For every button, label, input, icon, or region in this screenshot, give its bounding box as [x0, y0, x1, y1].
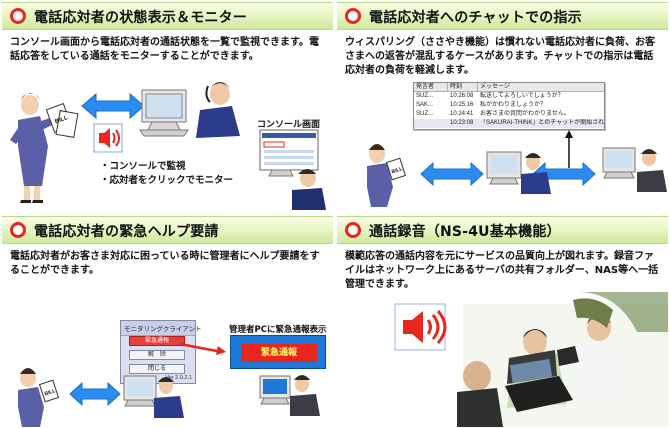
- svg-text:BILL: BILL: [54, 115, 69, 125]
- monitoring-client-window: モニタリングクライアント 緊急通報 解 除 閉じる Ver 2.0.2.1: [120, 320, 202, 384]
- close-button[interactable]: 閉じる: [129, 364, 185, 374]
- chat-time: 10:26:08: [450, 93, 474, 99]
- panel-header: 電話応対者の緊急ヘルプ要請: [2, 216, 333, 244]
- chat-window: 発言者 時刻 メッセージ SUZ... 10:26:08 転送してよろしいでしょ…: [413, 82, 605, 130]
- panel-title: 通話録音（NS-4U基本機能）: [369, 224, 561, 240]
- admin-alert-text: 緊急通報: [241, 344, 317, 362]
- chat-speaker: SAK...: [416, 102, 434, 108]
- double-arrow-icon: [69, 381, 121, 407]
- chat-column-time: 時刻: [448, 83, 478, 91]
- panel-description: 電話応対者がお客さま対応に困っている時に管理者にヘルプ要請をすることができます。: [10, 251, 320, 276]
- chat-message: お客さまの質問がわかりません。: [480, 111, 570, 117]
- bullet-click-monitor: ・応対者をクリックでモニター: [100, 175, 234, 186]
- monitoring-client-title: モニタリングクライアント: [121, 321, 202, 336]
- chat-link-arrow-icon: [565, 130, 573, 168]
- panel-status-monitor: 電話応対者の状態表示＆モニター コンソール画面から電話応対者の通話状態を一覧で監…: [2, 2, 333, 213]
- chat-message: 私がかわりましょうか？: [480, 102, 547, 108]
- chat-time: 10:24:41: [450, 111, 474, 117]
- operator-computer-icon: [486, 151, 551, 194]
- panel-title: 電話応対者の状態表示＆モニター: [34, 10, 247, 26]
- chat-message: 「SAKURAI-THINK」とのチャットが開始されました。: [480, 120, 604, 126]
- emergency-alert-button[interactable]: 緊急通報: [129, 336, 185, 346]
- panel-description: コンソール画面から電話応対者の通話状態を一覧で監視できます。電話応答をしている通…: [10, 37, 319, 62]
- chat-message: 転送してよろしいでしょうか？: [480, 93, 564, 99]
- panel-illustration: BILL: [10, 82, 326, 210]
- bullet-console-monitor: ・コンソールで監視: [100, 161, 186, 172]
- admin-pc-label: 管理者PCに緊急通報表示: [229, 325, 327, 335]
- manager-pc-icon: [602, 147, 667, 192]
- chat-row[interactable]: 10:23:08 「SAKURAI-THINK」とのチャットが開始されました。: [414, 119, 604, 128]
- chat-speaker: SUZ...: [416, 111, 434, 117]
- chat-column-message: メッセージ: [480, 84, 510, 90]
- admin-alert-display: 緊急通報: [230, 335, 326, 369]
- console-screen-icon: [259, 129, 319, 177]
- manager-icon: BILL: [18, 368, 60, 427]
- operator-computer-icon: [139, 82, 240, 138]
- small-operator-icon: [292, 169, 326, 210]
- click-arrow-icon: [179, 342, 226, 355]
- panel-header: 電話応対者へのチャットでの指示: [337, 2, 668, 30]
- svg-text:BILL: BILL: [391, 166, 403, 175]
- panel-title: 電話応対者の緊急ヘルプ要請: [34, 224, 219, 240]
- panel-emergency-help: 電話応対者の緊急ヘルプ要請 電話応対者がお客さま対応に困っている時に管理者にヘル…: [2, 216, 333, 427]
- circle-bullet-icon: [345, 222, 361, 238]
- panel-header: 電話応対者の状態表示＆モニター: [2, 2, 333, 30]
- chat-time: 10:25:16: [450, 102, 474, 108]
- manager-icon: BILL: [367, 144, 407, 207]
- circle-bullet-icon: [345, 8, 361, 24]
- panel-illustration: BILL: [18, 342, 320, 427]
- meeting-photo-icon: [457, 292, 668, 427]
- chat-row[interactable]: SUZ... 10:24:41 お客さまの質問がわかりません。: [414, 110, 604, 119]
- svg-text:BILL: BILL: [44, 388, 56, 397]
- chat-row[interactable]: SUZ... 10:26:08 転送してよろしいでしょうか？: [414, 92, 604, 101]
- panel-illustration: [394, 292, 668, 427]
- chat-row[interactable]: SAK... 10:25:16 私がかわりましょうか？: [414, 101, 604, 110]
- chat-speaker: SUZ...: [416, 93, 434, 99]
- chat-column-speaker: 発言者: [414, 83, 448, 91]
- panel-title: 電話応対者へのチャットでの指示: [369, 10, 582, 26]
- circle-bullet-icon: [10, 8, 26, 24]
- manager-icon: BILL: [10, 93, 79, 203]
- release-button[interactable]: 解 除: [129, 350, 185, 360]
- panel-chat-instruction: 電話応対者へのチャットでの指示 ウィスパリング（ささやき機能）は慣れない電話応対…: [337, 2, 668, 213]
- speaker-icon: [394, 303, 447, 351]
- manager-pc-icon: [259, 375, 320, 416]
- panel-call-recording: 通話録音（NS-4U基本機能） 模範応答の通話内容を元にサービスの品質向上が図れ…: [337, 216, 668, 427]
- double-arrow-icon: [81, 92, 145, 120]
- version-label: Ver 2.0.2.1: [165, 375, 192, 381]
- circle-bullet-icon: [10, 222, 26, 238]
- operator-computer-icon: [123, 375, 184, 418]
- panel-header: 通話録音（NS-4U基本機能）: [337, 216, 668, 244]
- panel-illustration: BILL: [367, 130, 667, 207]
- chat-header: 発言者 時刻 メッセージ: [414, 83, 604, 92]
- speaker-icon: [93, 123, 123, 153]
- chat-time: 10:23:08: [450, 120, 474, 126]
- console-screen-label: コンソール画面: [257, 120, 321, 130]
- panel-description: ウィスパリング（ささやき機能）は慣れない電話応対者に負荷、お客さまへの返答が混乱…: [345, 37, 655, 76]
- panel-description: 模範応答の通話内容を元にサービスの品質向上が図れます。録音ファイルはネットワーク…: [345, 251, 659, 290]
